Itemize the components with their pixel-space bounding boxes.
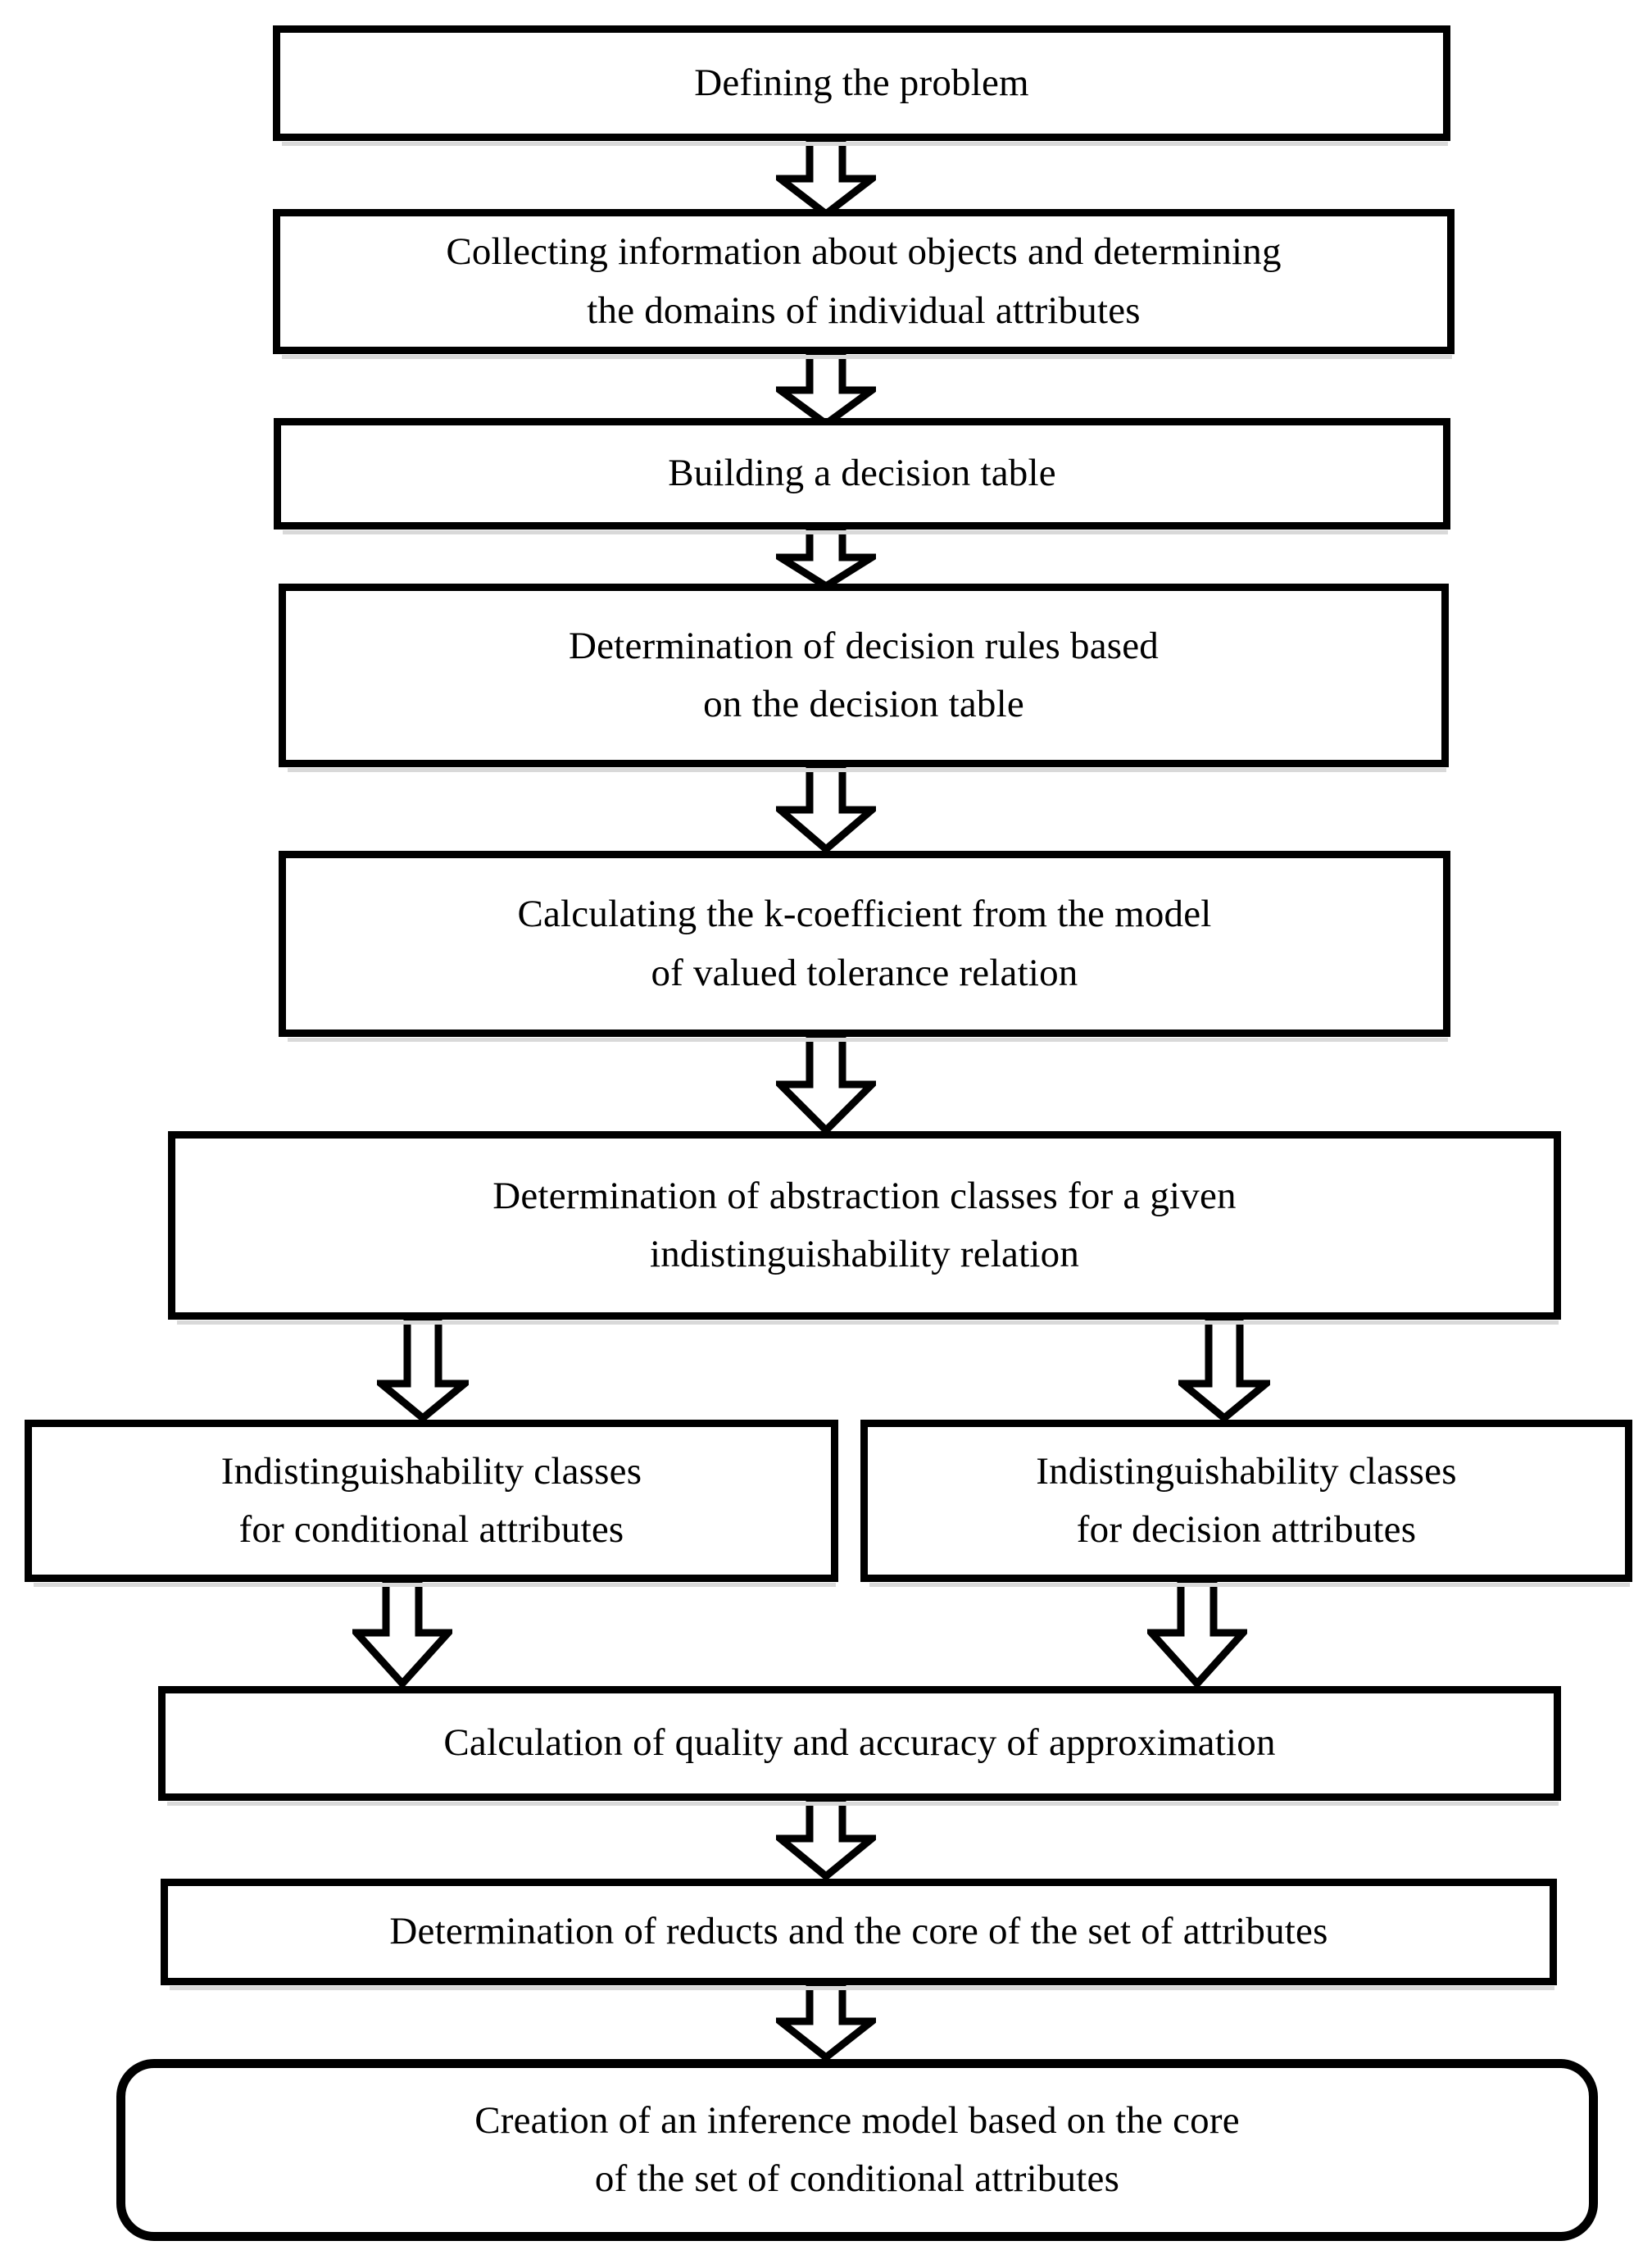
block-arrow-down-icon <box>352 1582 452 1687</box>
node-determination-of-decision-rules[interactable]: Determination of decision rules based on… <box>279 584 1449 772</box>
node-line: Calculating the k-coefficient from the m… <box>517 893 1212 936</box>
block-arrow-down-icon <box>776 1037 876 1134</box>
node-building-decision-table[interactable]: Building a decision table <box>274 418 1450 534</box>
node-line: on the decision table <box>703 683 1024 725</box>
node-line: Calculation of quality and accuracy of a… <box>443 1721 1276 1765</box>
node-line: Indistinguishability classes <box>220 1449 642 1493</box>
node-calculation-of-quality-accuracy[interactable]: Calculation of quality and accuracy of a… <box>158 1686 1561 1806</box>
node-line: Determination of reducts and the core of… <box>389 1910 1328 1953</box>
node-calculating-k-coefficient[interactable]: Calculating the k-coefficient from the m… <box>279 851 1450 1042</box>
node-defining-the-problem[interactable]: Defining the problem <box>273 25 1450 146</box>
node-line: Defining the problem <box>694 61 1029 104</box>
node-line: for decision attributes <box>1076 1508 1417 1551</box>
node-indistinguishability-decision[interactable]: Indistinguishability classes for decisio… <box>860 1420 1632 1587</box>
node-creation-of-inference-model[interactable]: Creation of an inference model based on … <box>116 2059 1598 2241</box>
node-determination-of-reducts-core[interactable]: Determination of reducts and the core of… <box>161 1879 1557 1990</box>
node-line: Indistinguishability classes <box>1036 1449 1457 1493</box>
block-arrow-down-icon <box>776 767 876 852</box>
block-arrow-down-icon <box>776 1801 876 1880</box>
block-arrow-down-icon <box>776 141 876 216</box>
node-line: for conditional attributes <box>238 1508 624 1551</box>
node-line: Determination of decision rules based <box>568 624 1160 667</box>
block-arrow-down-icon <box>1178 1320 1270 1421</box>
node-indistinguishability-conditional[interactable]: Indistinguishability classes for conditi… <box>25 1420 838 1587</box>
node-line: of valued tolerance relation <box>651 951 1078 994</box>
block-arrow-down-icon <box>1147 1582 1247 1687</box>
block-arrow-down-icon <box>776 354 876 426</box>
block-arrow-down-icon <box>776 1985 876 2061</box>
block-arrow-down-icon <box>377 1320 469 1421</box>
block-arrow-down-icon <box>776 530 876 589</box>
node-determination-of-abstraction-classes[interactable]: Determination of abstraction classes for… <box>168 1131 1561 1325</box>
node-line: Determination of abstraction classes for… <box>492 1174 1237 1217</box>
node-line: Building a decision table <box>668 452 1056 495</box>
node-collecting-information[interactable]: Collecting information about objects and… <box>273 209 1455 359</box>
node-line: the domains of individual attributes <box>587 289 1141 332</box>
node-line: of the set of conditional attributes <box>594 2157 1120 2200</box>
node-line: Creation of an inference model based on … <box>474 2098 1240 2142</box>
node-line: Collecting information about objects and… <box>446 230 1282 274</box>
node-line: indistinguishability relation <box>649 1233 1080 1275</box>
